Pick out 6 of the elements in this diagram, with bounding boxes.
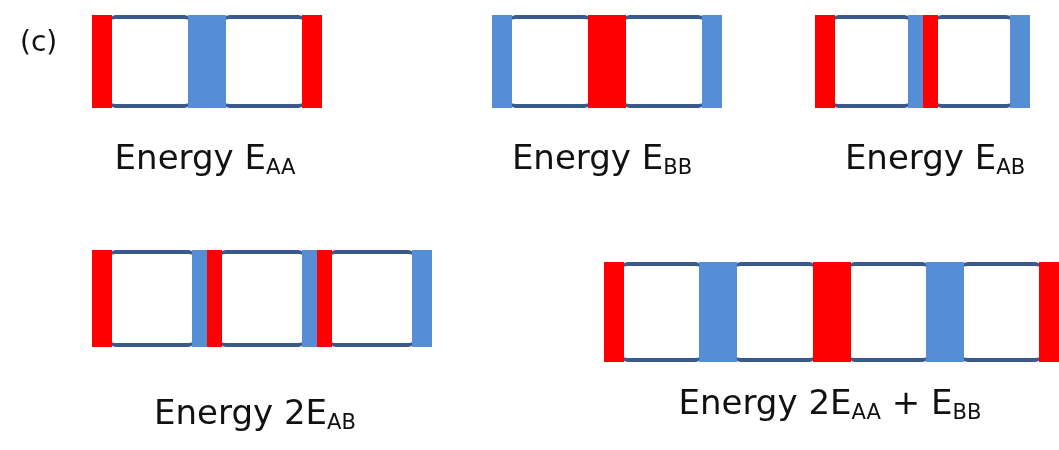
- energy-label: Energy 2E$_{AA}$ + E$_{BB}$: [678, 385, 982, 423]
- energy-label: Energy E$_{AA}$: [114, 140, 296, 178]
- energy-label: Energy E$_{BB}$: [511, 140, 693, 178]
- panel-label: (c): [20, 28, 58, 56]
- energy-label: Energy 2E$_{AB}$: [154, 395, 356, 433]
- energy-label: Energy E$_{AB}$: [844, 140, 1026, 178]
